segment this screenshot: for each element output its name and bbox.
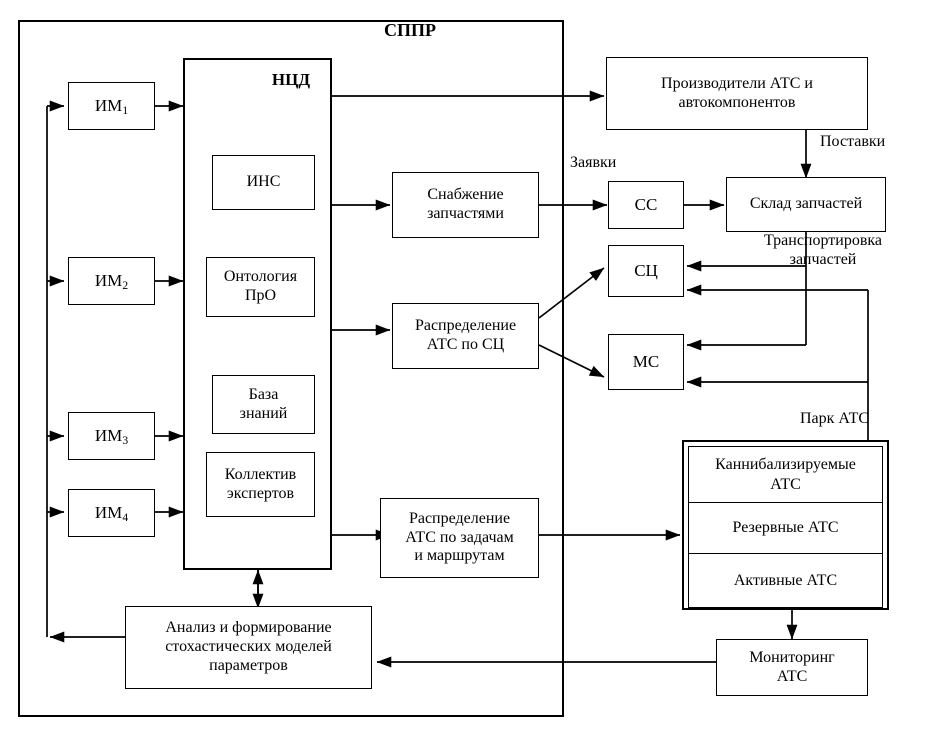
- park-row-cannibalized[interactable]: Каннибализируемые АТС: [688, 446, 883, 502]
- process-supply-parts[interactable]: Снабжение запчастями: [392, 172, 539, 238]
- sc-label: СЦ: [634, 260, 658, 280]
- edge-label-transportirovka: Транспортировка запчастей: [764, 232, 882, 270]
- external-monitoring[interactable]: Мониторинг АТС: [716, 639, 868, 696]
- ncd-block-knowledge-base[interactable]: База знаний: [212, 375, 315, 434]
- external-parts-warehouse[interactable]: Склад запчастей: [726, 177, 886, 232]
- ncd-block-ins[interactable]: ИНС: [212, 155, 315, 210]
- park-cannibalized-line1: Каннибализируемые: [715, 456, 856, 474]
- park-reserve-label: Резервные АТС: [732, 519, 839, 537]
- transportirovka-line1: Транспортировка: [764, 232, 883, 249]
- distribution-tasks-line3: и маршрутам: [414, 547, 505, 565]
- ncd-block-kb-line2: знаний: [239, 404, 288, 422]
- ss-label: СС: [634, 194, 658, 214]
- sppr-outer-frame: [18, 20, 564, 717]
- transportirovka-line2: запчастей: [789, 250, 857, 268]
- monitoring-line1: Мониторинг: [749, 648, 835, 666]
- analysis-models-line2: стохастических моделей: [165, 638, 332, 656]
- process-analysis-models[interactable]: Анализ и формирование стохастических мод…: [125, 606, 372, 689]
- ncd-block-ins-label: ИНС: [246, 173, 281, 191]
- im-block-3-label: ИМ3: [94, 425, 129, 448]
- ncd-title: НЦД: [271, 70, 311, 89]
- external-manufacturers[interactable]: Производители АТС и автокомпонентов: [606, 57, 868, 130]
- park-row-reserve[interactable]: Резервные АТС: [688, 502, 883, 553]
- im-block-1-label: ИМ1: [94, 95, 129, 118]
- im-block-4-label: ИМ4: [94, 502, 129, 525]
- external-ms[interactable]: МС: [608, 334, 684, 390]
- park-row-active[interactable]: Активные АТС: [688, 553, 883, 608]
- analysis-models-line1: Анализ и формирование: [165, 619, 332, 637]
- ncd-block-experts-line1: Коллектив: [224, 465, 297, 483]
- distribution-sc-line1: Распределение: [414, 317, 517, 335]
- manufacturers-line1: Производители АТС и: [661, 74, 813, 92]
- im-block-4[interactable]: ИМ4: [68, 489, 155, 537]
- im-block-3[interactable]: ИМ3: [68, 412, 155, 460]
- ncd-block-ontology-line1: Онтология: [223, 268, 298, 286]
- im-block-2[interactable]: ИМ2: [68, 257, 155, 305]
- ncd-block-experts-line2: экспертов: [226, 484, 295, 502]
- distribution-sc-line2: АТС по СЦ: [426, 336, 505, 353]
- im-block-1[interactable]: ИМ1: [68, 82, 155, 130]
- supply-parts-line2: запчастями: [427, 205, 504, 222]
- ncd-block-ontology-line2: ПрО: [244, 287, 277, 304]
- distribution-tasks-line2: АТС по задачам: [405, 528, 514, 546]
- analysis-models-line3: параметров: [209, 656, 288, 674]
- park-cannibalized-line2: АТС: [770, 475, 801, 493]
- edge-label-postavki: Поставки: [820, 133, 886, 150]
- park-atc-label: Парк АТС: [800, 410, 870, 427]
- ncd-block-experts[interactable]: Коллектив экспертов: [206, 452, 315, 517]
- external-ss[interactable]: СС: [608, 181, 684, 229]
- process-distribution-sc[interactable]: Распределение АТС по СЦ: [392, 303, 539, 369]
- ncd-block-kb-line1: База: [248, 385, 279, 403]
- sppr-title: СППР: [384, 20, 436, 40]
- monitoring-line2: АТС: [776, 667, 808, 685]
- ms-label: МС: [632, 351, 660, 371]
- external-sc[interactable]: СЦ: [608, 245, 684, 297]
- supply-parts-line1: Снабжение: [427, 186, 504, 204]
- im-block-2-label: ИМ2: [94, 270, 129, 293]
- park-atc-stack: Каннибализируемые АТС Резервные АТС Акти…: [682, 440, 889, 610]
- ncd-block-ontology[interactable]: Онтология ПрО: [206, 257, 315, 317]
- park-active-label: Активные АТС: [733, 571, 838, 589]
- manufacturers-line2: автокомпонентов: [678, 93, 796, 111]
- parts-warehouse-label: Склад запчастей: [749, 195, 863, 213]
- process-distribution-tasks[interactable]: Распределение АТС по задачам и маршрутам: [380, 498, 539, 578]
- distribution-tasks-line1: Распределение: [408, 509, 511, 527]
- edge-label-zayavki: Заявки: [570, 154, 617, 171]
